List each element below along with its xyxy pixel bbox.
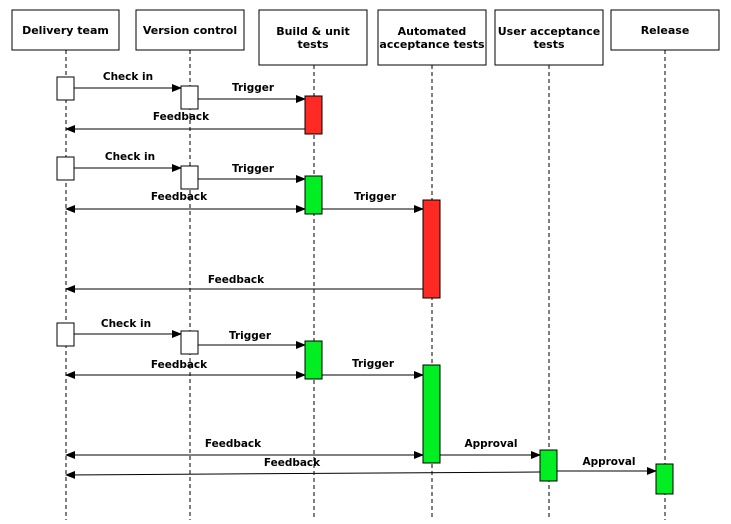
msg-feedback-2-label: Feedback [151, 191, 208, 203]
msg-trigger-3-label: Trigger [354, 191, 397, 203]
msg-trigger-4: Trigger [198, 330, 306, 349]
msg-trigger-3: Trigger [322, 191, 424, 213]
participant-box-delivery [11, 9, 120, 51]
participant-box-uat [494, 9, 604, 66]
participant-release: Release [610, 9, 720, 51]
msg-feedback-2: Feedback [65, 191, 306, 213]
msg-approval-1: Approval [440, 438, 541, 459]
participant-label-acceptance: acceptance tests [379, 38, 485, 51]
activation-build-2 [304, 175, 323, 215]
msg-trigger-1-label: Trigger [232, 82, 275, 94]
msg-feedback-5: Feedback [65, 438, 424, 459]
msg-feedback-1-label: Feedback [153, 111, 210, 123]
activation-vcs-3 [180, 330, 199, 355]
activation-delivery-3 [56, 322, 75, 347]
msg-checkin-2: Check in [74, 151, 182, 172]
participant-delivery: Delivery team [11, 9, 120, 51]
msg-trigger-1: Trigger [198, 82, 306, 103]
activation-delivery-2 [56, 156, 75, 181]
activation-delivery-1 [56, 76, 75, 101]
msg-feedback-4-label: Feedback [151, 359, 208, 371]
activation-uat-1 [539, 449, 558, 482]
activation-acceptance-2 [422, 364, 441, 464]
activation-acceptance-1 [422, 199, 441, 299]
msg-approval-1-label: Approval [464, 438, 517, 450]
msg-checkin-3-label: Check in [101, 318, 151, 330]
participant-label-uat: User acceptance [498, 25, 601, 38]
msg-trigger-5: Trigger [322, 358, 424, 379]
activation-vcs-1 [180, 85, 199, 110]
msg-trigger-2: Trigger [198, 163, 306, 183]
msg-checkin-1-label: Check in [103, 71, 153, 83]
participant-label-build: tests [297, 38, 329, 51]
activation-build-1 [304, 95, 323, 135]
participant-headers: Delivery team Version control Build & unit… [11, 9, 720, 66]
participant-label-vcs: Version control [143, 24, 237, 37]
participant-label-uat: tests [533, 38, 565, 51]
msg-checkin-2-label: Check in [105, 151, 155, 163]
msg-trigger-4-label: Trigger [229, 330, 272, 342]
participant-label-build: Build & unit [276, 25, 350, 38]
msg-trigger-2-label: Trigger [232, 163, 275, 175]
msg-checkin-1: Check in [74, 71, 182, 92]
msg-approval-2: Approval [557, 456, 657, 475]
activation-bars [56, 76, 674, 495]
msg-approval-2-label: Approval [582, 456, 635, 468]
participant-box-release [610, 9, 720, 51]
msg-feedback-5-label: Feedback [205, 438, 262, 450]
activation-vcs-2 [180, 165, 199, 190]
participant-label-release: Release [641, 24, 690, 37]
msg-feedback-1: Feedback [65, 111, 305, 133]
participant-vcs: Version control [135, 9, 245, 51]
msg-feedback-4: Feedback [65, 359, 306, 379]
msg-feedback-3: Feedback [65, 274, 423, 293]
msg-feedback-3-label: Feedback [208, 274, 265, 286]
msg-checkin-3: Check in [74, 318, 182, 338]
participant-label-delivery: Delivery team [22, 24, 109, 37]
participant-box-acceptance [377, 9, 487, 66]
msg-trigger-5-label: Trigger [352, 358, 395, 370]
msg-feedback-6-label: Feedback [264, 457, 321, 469]
participant-box-vcs [135, 9, 245, 51]
activation-release-1 [655, 463, 674, 495]
activation-build-3 [304, 340, 323, 380]
msg-feedback-6: Feedback [65, 457, 541, 479]
msg-feedback-6-line [65, 470, 541, 479]
participant-label-acceptance: Automated [398, 25, 467, 38]
participant-box-build [258, 9, 368, 66]
